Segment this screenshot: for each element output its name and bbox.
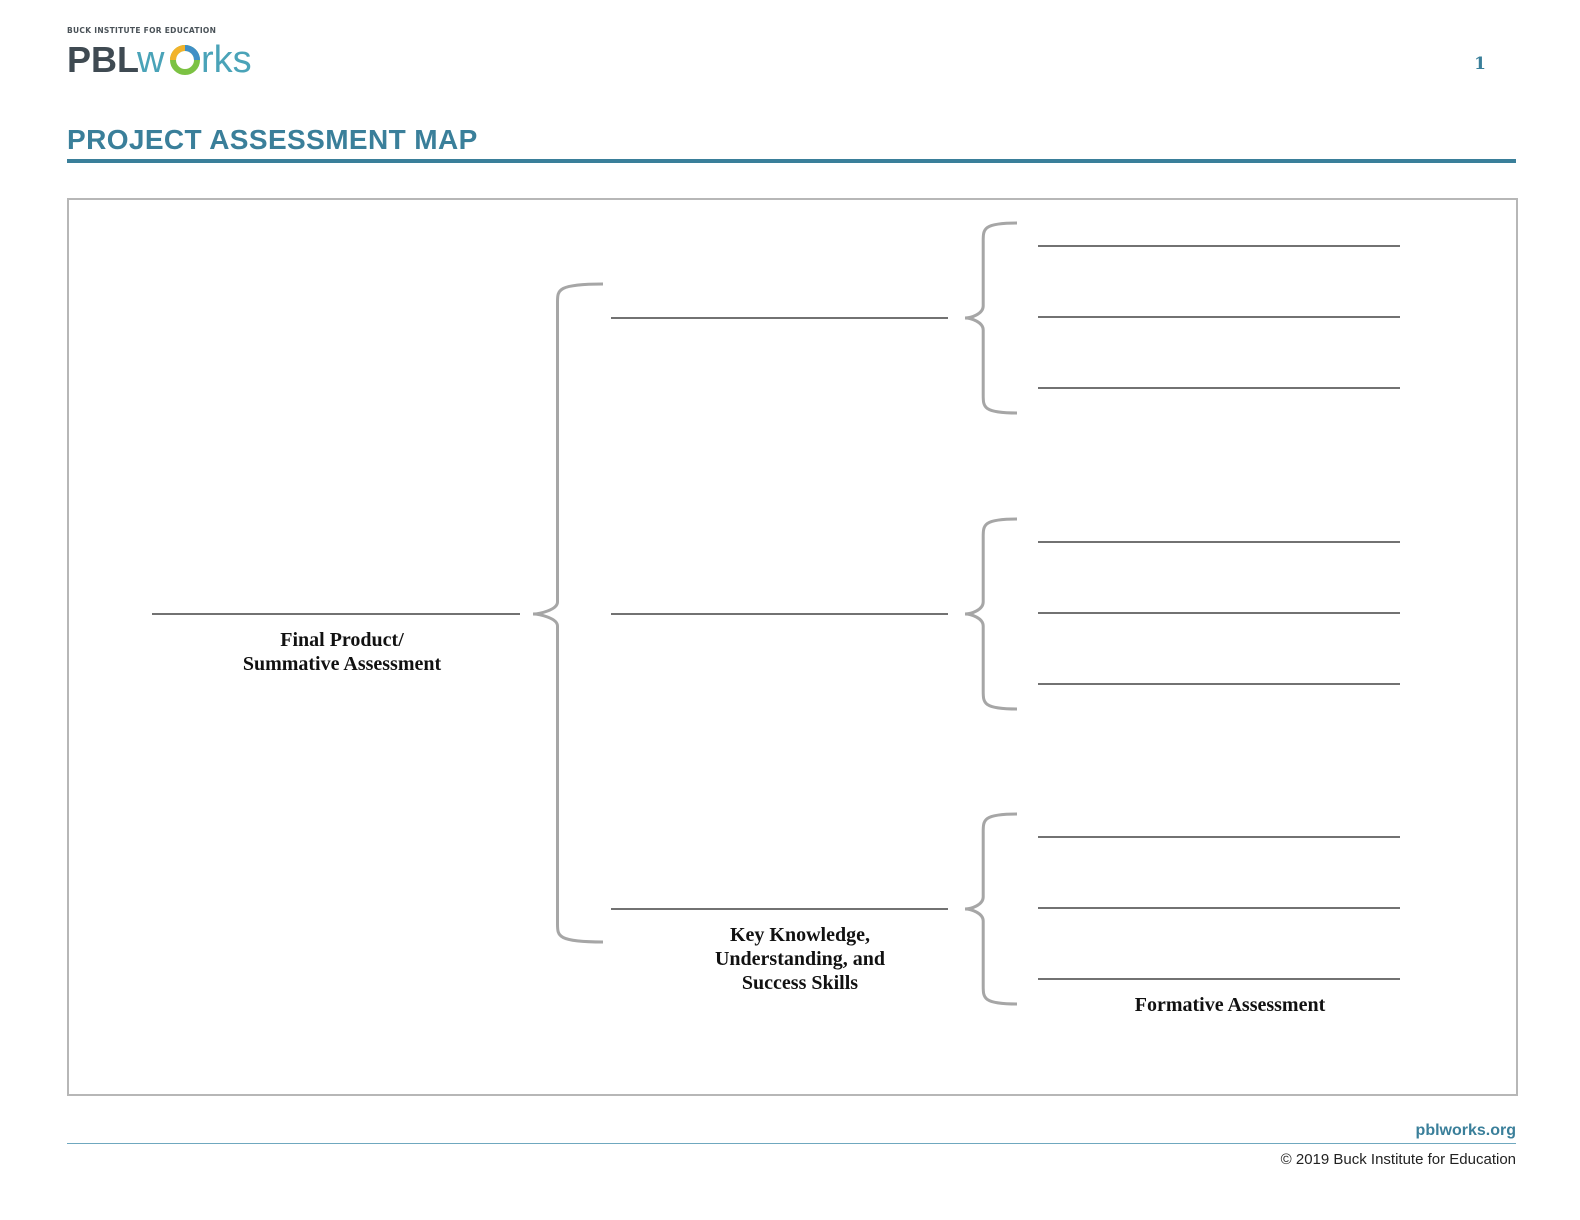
final-product-label-line1: Final Product/ <box>280 629 404 651</box>
formative-brace-1 <box>964 221 1018 415</box>
braces <box>532 221 1018 1006</box>
key-knowledge-label-line3: Success Skills <box>741 972 859 994</box>
final-product-label: Final Product/ Summative Assessment <box>212 628 472 676</box>
blank-lines <box>152 245 1400 980</box>
formative-assessment-label: Formative Assessment <box>1134 994 1326 1016</box>
assessment-map-frame <box>67 198 1518 1096</box>
key-knowledge-label-line2: Understanding, and <box>714 948 886 970</box>
org-name: BUCK INSTITUTE FOR EDUCATION <box>67 26 217 35</box>
copyright-text: © 2019 Buck Institute for Education <box>1280 1151 1516 1168</box>
logo-wordmark: PBL w rks <box>67 39 252 81</box>
page-number: 1 <box>1474 54 1486 74</box>
formative-brace-2 <box>964 517 1018 711</box>
key-knowledge-label: Key Knowledge, Understanding, and Succes… <box>655 923 945 995</box>
svg-text:rks: rks <box>201 39 252 81</box>
footer-rule <box>67 1143 1516 1144</box>
logo-ring-icon <box>170 45 200 75</box>
formative-brace-3 <box>964 812 1018 1006</box>
svg-text:w: w <box>136 39 165 81</box>
pblworks-logo: BUCK INSTITUTE FOR EDUCATION PBL w rks <box>67 26 282 82</box>
main-brace <box>532 282 604 944</box>
title-rule <box>67 159 1516 163</box>
page-title: PROJECT ASSESSMENT MAP <box>67 124 478 155</box>
final-product-label-line2: Summative Assessment <box>242 653 442 675</box>
key-knowledge-label-line1: Key Knowledge, <box>730 924 870 946</box>
svg-text:PBL: PBL <box>67 39 139 80</box>
website-link[interactable]: pblworks.org <box>1415 1122 1516 1139</box>
